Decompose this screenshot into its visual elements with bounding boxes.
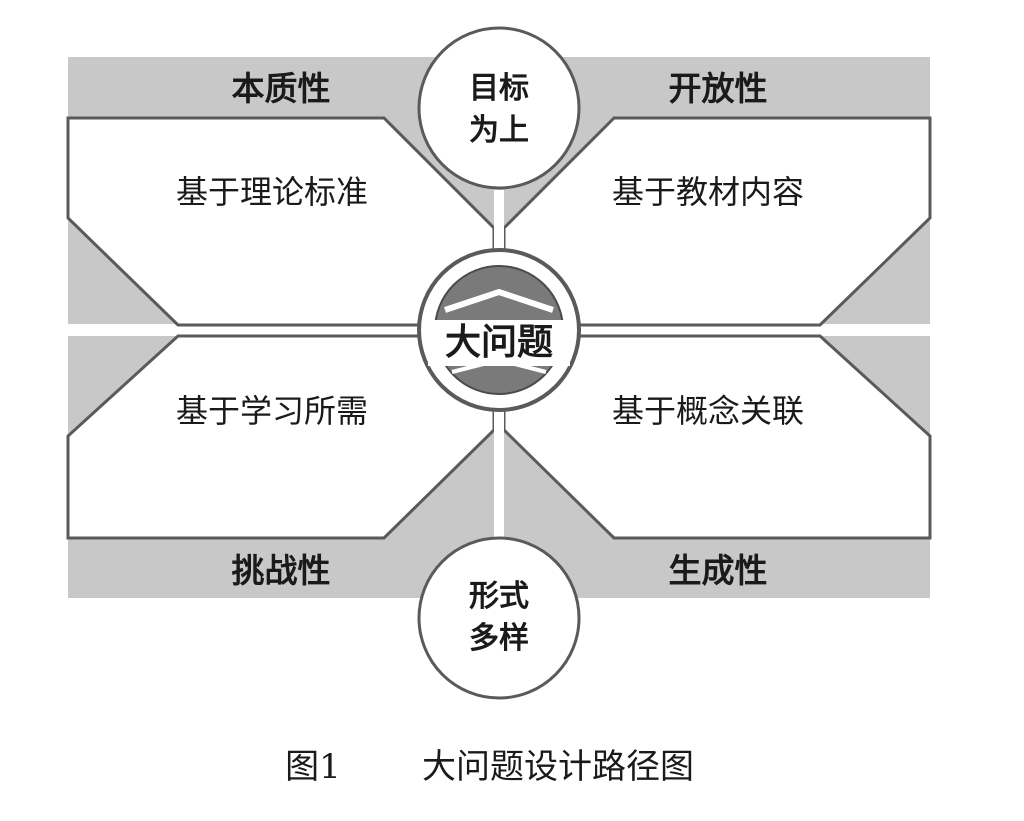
corner-label-top-right: 开放性 — [669, 69, 768, 108]
corner-label-bottom-right: 生成性 — [669, 551, 768, 590]
top-circle-line1: 目标 — [469, 71, 529, 106]
bottom-circle: 形式 多样 — [417, 536, 581, 700]
bottom-circle-line1: 形式 — [469, 579, 529, 614]
center-emblem: 大问题 — [417, 248, 581, 412]
top-circle: 目标 为上 — [417, 26, 581, 190]
bottom-circle-line2: 多样 — [469, 621, 529, 656]
center-label-plate — [428, 320, 570, 366]
top-circle-line2: 为上 — [469, 113, 529, 148]
panel-text-top-right: 基于教材内容 — [612, 173, 804, 211]
panel-text-bottom-left: 基于学习所需 — [176, 392, 368, 430]
corner-label-top-left: 本质性 — [232, 69, 331, 108]
corner-label-bottom-left: 挑战性 — [232, 551, 331, 590]
figure-number: 图1 — [285, 747, 341, 787]
panel-text-bottom-right: 基于概念关联 — [612, 392, 804, 430]
panel-text-top-left: 基于理论标准 — [176, 173, 368, 211]
roof-stripe — [444, 288, 554, 313]
center-label: 大问题 — [445, 322, 553, 363]
figure-title: 大问题设计路径图 — [422, 747, 694, 787]
